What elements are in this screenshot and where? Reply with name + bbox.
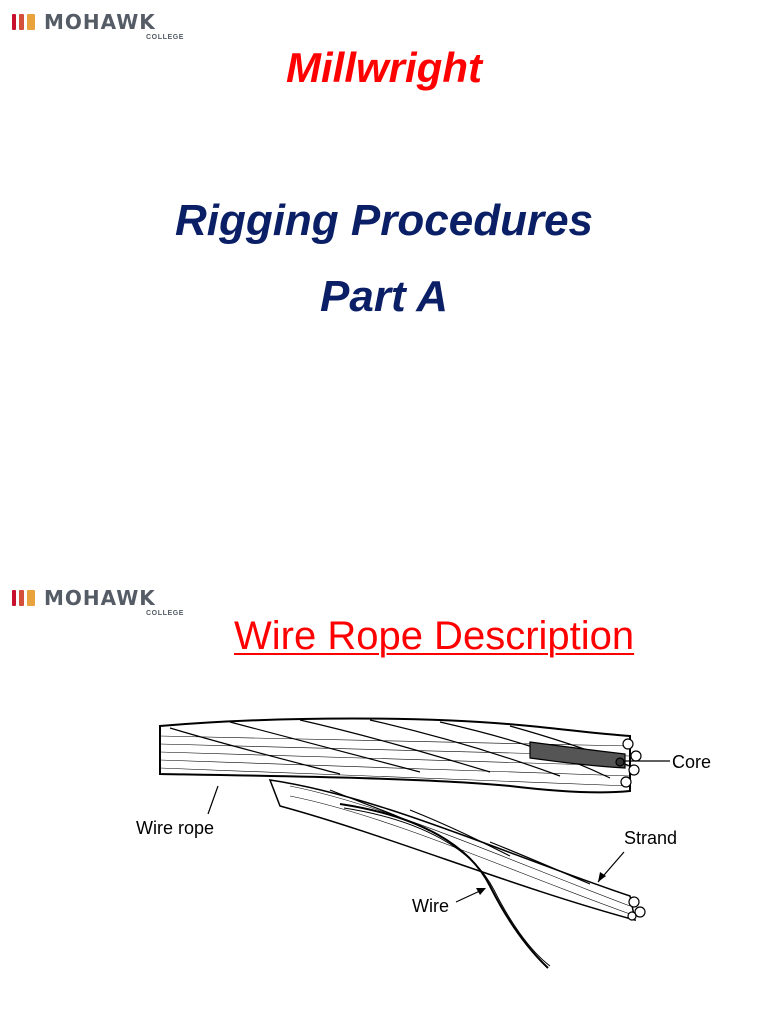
strand-label: Strand [624,828,677,848]
logo-bars-icon [12,590,36,606]
slide-title-line1: Rigging Procedures [174,196,594,245]
core-label: Core [672,752,711,772]
logo-wordmark: MOHAWK [44,586,156,610]
mohawk-logo: MOHAWK COLLEGE [12,10,202,52]
wire-rope-slide: MOHAWK COLLEGE Wire Rope Description [0,576,768,1024]
title-slide: MOHAWK COLLEGE Millwright Rigging Proced… [12,10,594,321]
slide-title-line2: Part A [320,272,448,321]
logo-bars-icon [12,14,36,30]
logo-subtitle: COLLEGE [146,34,185,41]
wire-label: Wire [412,896,449,916]
wire-leader-line [455,889,483,903]
section-heading: Wire Rope Description [234,614,635,658]
wire-arrow-icon [476,888,486,895]
mohawk-logo: MOHAWK COLLEGE [12,586,202,628]
logo-subtitle: COLLEGE [146,610,185,617]
strand-arrow-icon [598,872,606,882]
wire-rope-leader-line [207,785,219,815]
program-title: Millwright [286,44,482,91]
wire-rope-diagram: Core Wire rope Strand Wire [136,717,711,969]
wire-rope-label: Wire rope [136,818,214,838]
wire-rope-illustration [159,717,646,969]
logo-wordmark: MOHAWK [44,10,156,34]
